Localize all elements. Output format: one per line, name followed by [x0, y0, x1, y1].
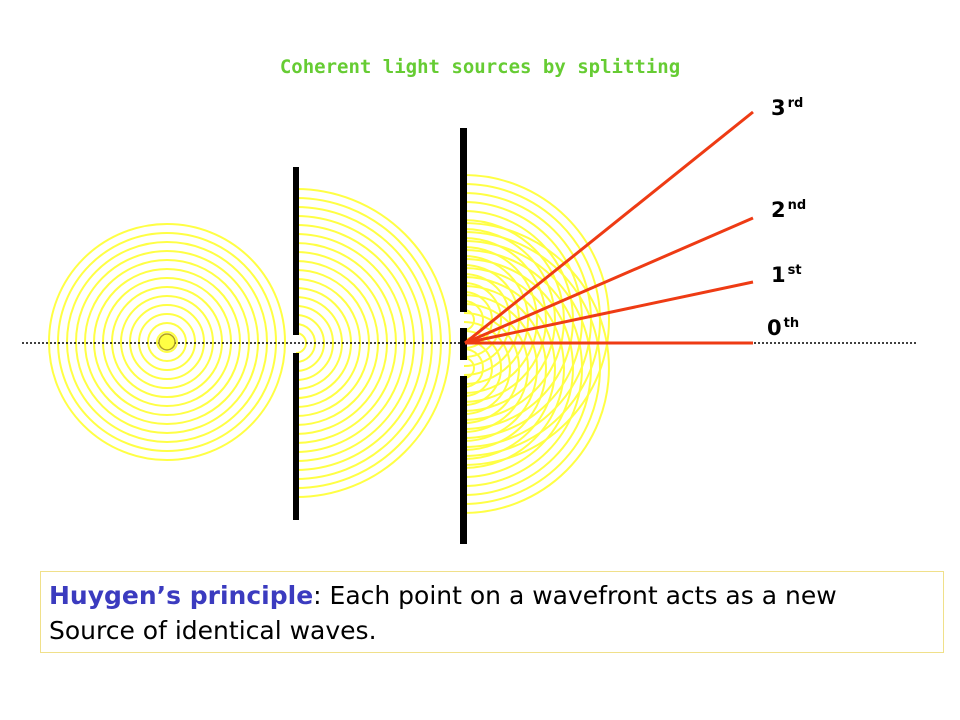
single-slit-wavefront-arc	[295, 260, 379, 426]
lower-slit-wavefront-arc	[463, 357, 475, 379]
order-suffix: th	[783, 316, 800, 331]
source-wavefront-ring	[138, 313, 196, 371]
double-slit-barrier-top	[460, 128, 467, 312]
order-line-3rd	[464, 110, 754, 345]
light-source-dot	[158, 333, 176, 351]
source-wavefront-ring	[48, 223, 286, 461]
order-number: 2	[771, 198, 786, 222]
lower-slit-wavefront-arc	[463, 276, 556, 460]
single-slit-wavefront-arc	[295, 197, 442, 489]
caption-term: Huygen’s principle	[49, 581, 314, 610]
source-wavefront-ring	[156, 331, 178, 353]
source-wavefront-ring	[120, 295, 214, 389]
lower-slit-wavefront-arc	[463, 249, 583, 487]
double-slit-barrier-bottom	[460, 376, 467, 544]
caption-text-line2: Source of identical waves.	[49, 616, 377, 645]
lower-slit-wavefront-arc	[463, 330, 502, 406]
lower-slit-wavefront-arc	[463, 222, 610, 514]
order-suffix: nd	[787, 198, 807, 213]
single-slit-wavefront-arc	[295, 305, 334, 381]
order-number: 3	[771, 96, 786, 120]
single-slit-wavefront-arc	[295, 233, 406, 453]
single-slit-wavefront-arc	[295, 188, 451, 498]
source-wavefront-ring	[147, 322, 187, 362]
double-slit-barrier-middle	[460, 328, 467, 360]
source-wavefront-ring	[75, 250, 259, 434]
single-slit-wavefront-arc	[295, 332, 307, 354]
source-wavefront-ring	[102, 277, 232, 407]
source-wavefront-ring	[66, 241, 268, 443]
order-number: 0	[767, 316, 782, 340]
lower-slit-wavefront-arc	[463, 348, 484, 388]
single-slit-wavefront-arc	[295, 224, 415, 462]
lower-slit-wavefront-arc	[463, 231, 601, 505]
diagram-title: Coherent light sources by splitting	[279, 56, 681, 78]
single-slit-barrier-bottom	[293, 353, 299, 520]
lower-slit-wavefront-arc	[463, 294, 538, 442]
upper-slit-wavefront-arc	[463, 174, 610, 466]
source-wavefront-ring	[84, 259, 250, 425]
order-suffix: st	[787, 263, 802, 278]
single-slit-barrier-top	[293, 167, 299, 335]
caption-text-line1: : Each point on a wavefront acts as a ne…	[313, 581, 837, 610]
lower-slit-wavefront-arc	[463, 240, 592, 496]
source-wavefront-ring	[111, 286, 223, 398]
single-slit-wavefront-arc	[295, 269, 370, 417]
lower-slit-wavefront-arc	[463, 303, 529, 433]
lower-slit-wavefront-arc	[463, 258, 574, 478]
source-wavefronts	[48, 223, 286, 461]
lower-slit-wavefront-arc	[463, 267, 565, 469]
source-wavefront-ring	[57, 232, 277, 452]
order-line-2nd	[464, 216, 754, 345]
caption-box: Huygen’s principle: Each point on a wave…	[40, 571, 944, 653]
lower-slit-wavefront-arc	[463, 312, 520, 424]
lower-slit-wavefront-arc	[463, 285, 547, 451]
order-line-1st	[464, 280, 754, 345]
order-suffix: rd	[787, 96, 804, 111]
source-wavefront-ring	[129, 304, 205, 380]
order-number: 1	[771, 263, 786, 287]
upper-slit-wavefront-arc	[463, 309, 475, 331]
source-wavefront-ring	[93, 268, 241, 416]
